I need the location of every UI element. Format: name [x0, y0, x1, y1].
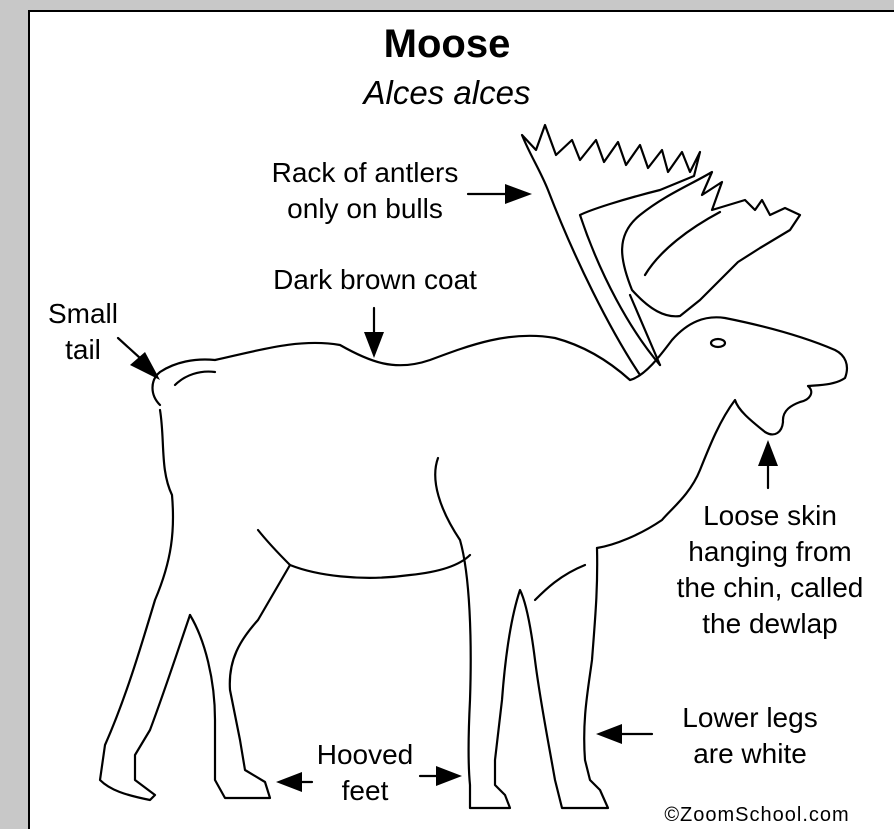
label-line: the dewlap — [650, 606, 890, 642]
label-line: tail — [28, 332, 138, 368]
label-tail: Small tail — [28, 296, 138, 368]
label-antlers: Rack of antlers only on bulls — [240, 155, 490, 227]
scientific-name: Alces alces — [0, 74, 894, 112]
arrow-dewlap-icon — [758, 440, 778, 466]
label-coat: Dark brown coat — [240, 262, 510, 298]
label-hooves: Hooved feet — [295, 737, 435, 809]
label-line: Small — [28, 296, 138, 332]
label-line: Lower legs — [655, 700, 845, 736]
label-dewlap: Loose skin hanging from the chin, called… — [650, 498, 890, 642]
label-line: Dark brown coat — [240, 262, 510, 298]
label-line: Hooved — [295, 737, 435, 773]
label-line: Loose skin — [650, 498, 890, 534]
label-legs: Lower legs are white — [655, 700, 845, 772]
label-line: only on bulls — [240, 191, 490, 227]
arrow-legs-icon — [596, 724, 622, 744]
arrow-antlers-icon — [505, 184, 532, 204]
label-line: the chin, called — [650, 570, 890, 606]
antlers-outline — [522, 125, 800, 375]
arrow-coat-icon — [364, 332, 384, 358]
arrow-hooves-right-icon — [436, 766, 462, 786]
label-line: hanging from — [650, 534, 890, 570]
label-line: are white — [655, 736, 845, 772]
label-line: Rack of antlers — [240, 155, 490, 191]
copyright-notice: ©ZoomSchool.com — [620, 804, 894, 827]
diagram-title: Moose — [0, 22, 894, 67]
label-line: feet — [295, 773, 435, 809]
